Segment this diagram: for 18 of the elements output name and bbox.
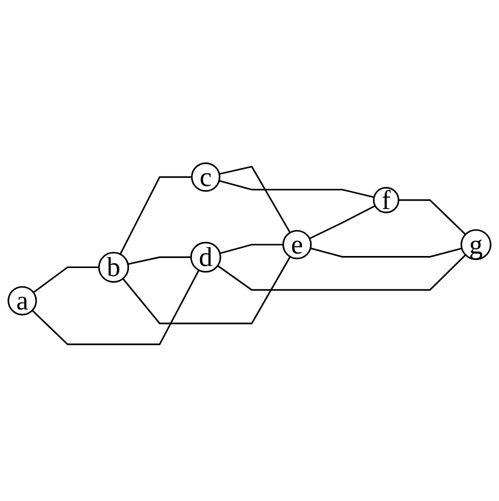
connector [120,176,192,255]
connector [32,266,99,294]
connector [398,199,466,235]
node-circle: c [191,162,220,192]
connector [217,254,466,291]
connector [128,256,192,265]
connector [219,166,291,233]
node-circle: e [282,230,312,260]
connector [220,244,284,254]
connector [218,180,374,198]
node-circle: b [98,252,130,283]
connector [309,205,376,240]
node-circle: a [8,286,37,316]
connector [310,247,462,258]
node-circle: d [190,242,222,273]
connector [32,270,200,346]
node-circle: f [372,186,400,214]
connector [122,256,291,324]
